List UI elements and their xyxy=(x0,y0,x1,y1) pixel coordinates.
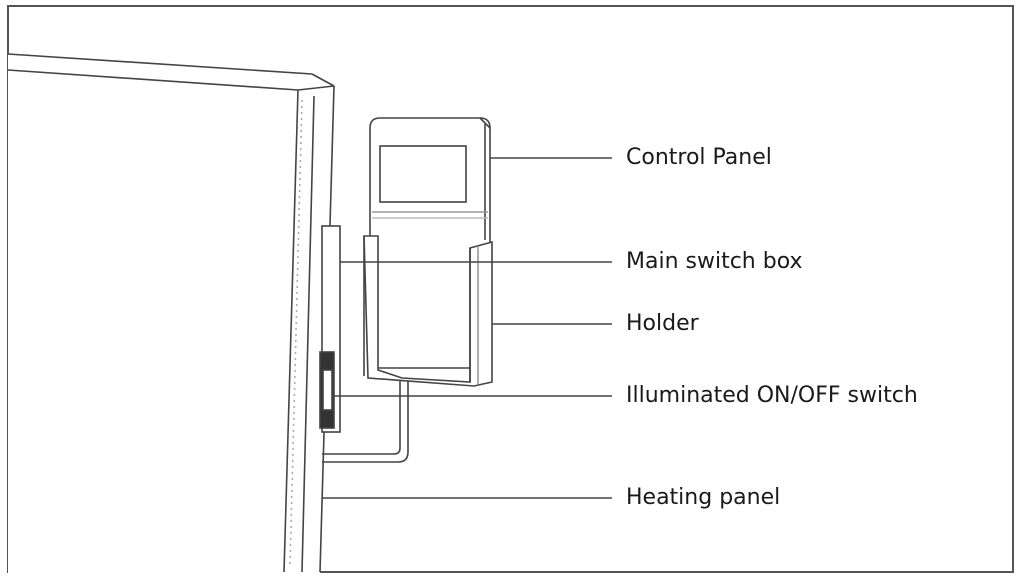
heating-panel-drawing xyxy=(7,53,335,578)
label-holder: Holder xyxy=(626,311,699,336)
label-control-panel: Control Panel xyxy=(626,145,772,170)
label-main-switch-box: Main switch box xyxy=(626,249,803,274)
label-illuminated-switch: Illuminated ON/OFF switch xyxy=(626,383,918,408)
control-panel-drawing xyxy=(369,117,491,369)
leader-lines xyxy=(322,157,612,499)
label-heating-panel: Heating panel xyxy=(626,485,781,510)
main-switch-box-drawing xyxy=(319,225,341,433)
holder-drawing xyxy=(363,235,493,387)
power-cable xyxy=(322,380,409,463)
